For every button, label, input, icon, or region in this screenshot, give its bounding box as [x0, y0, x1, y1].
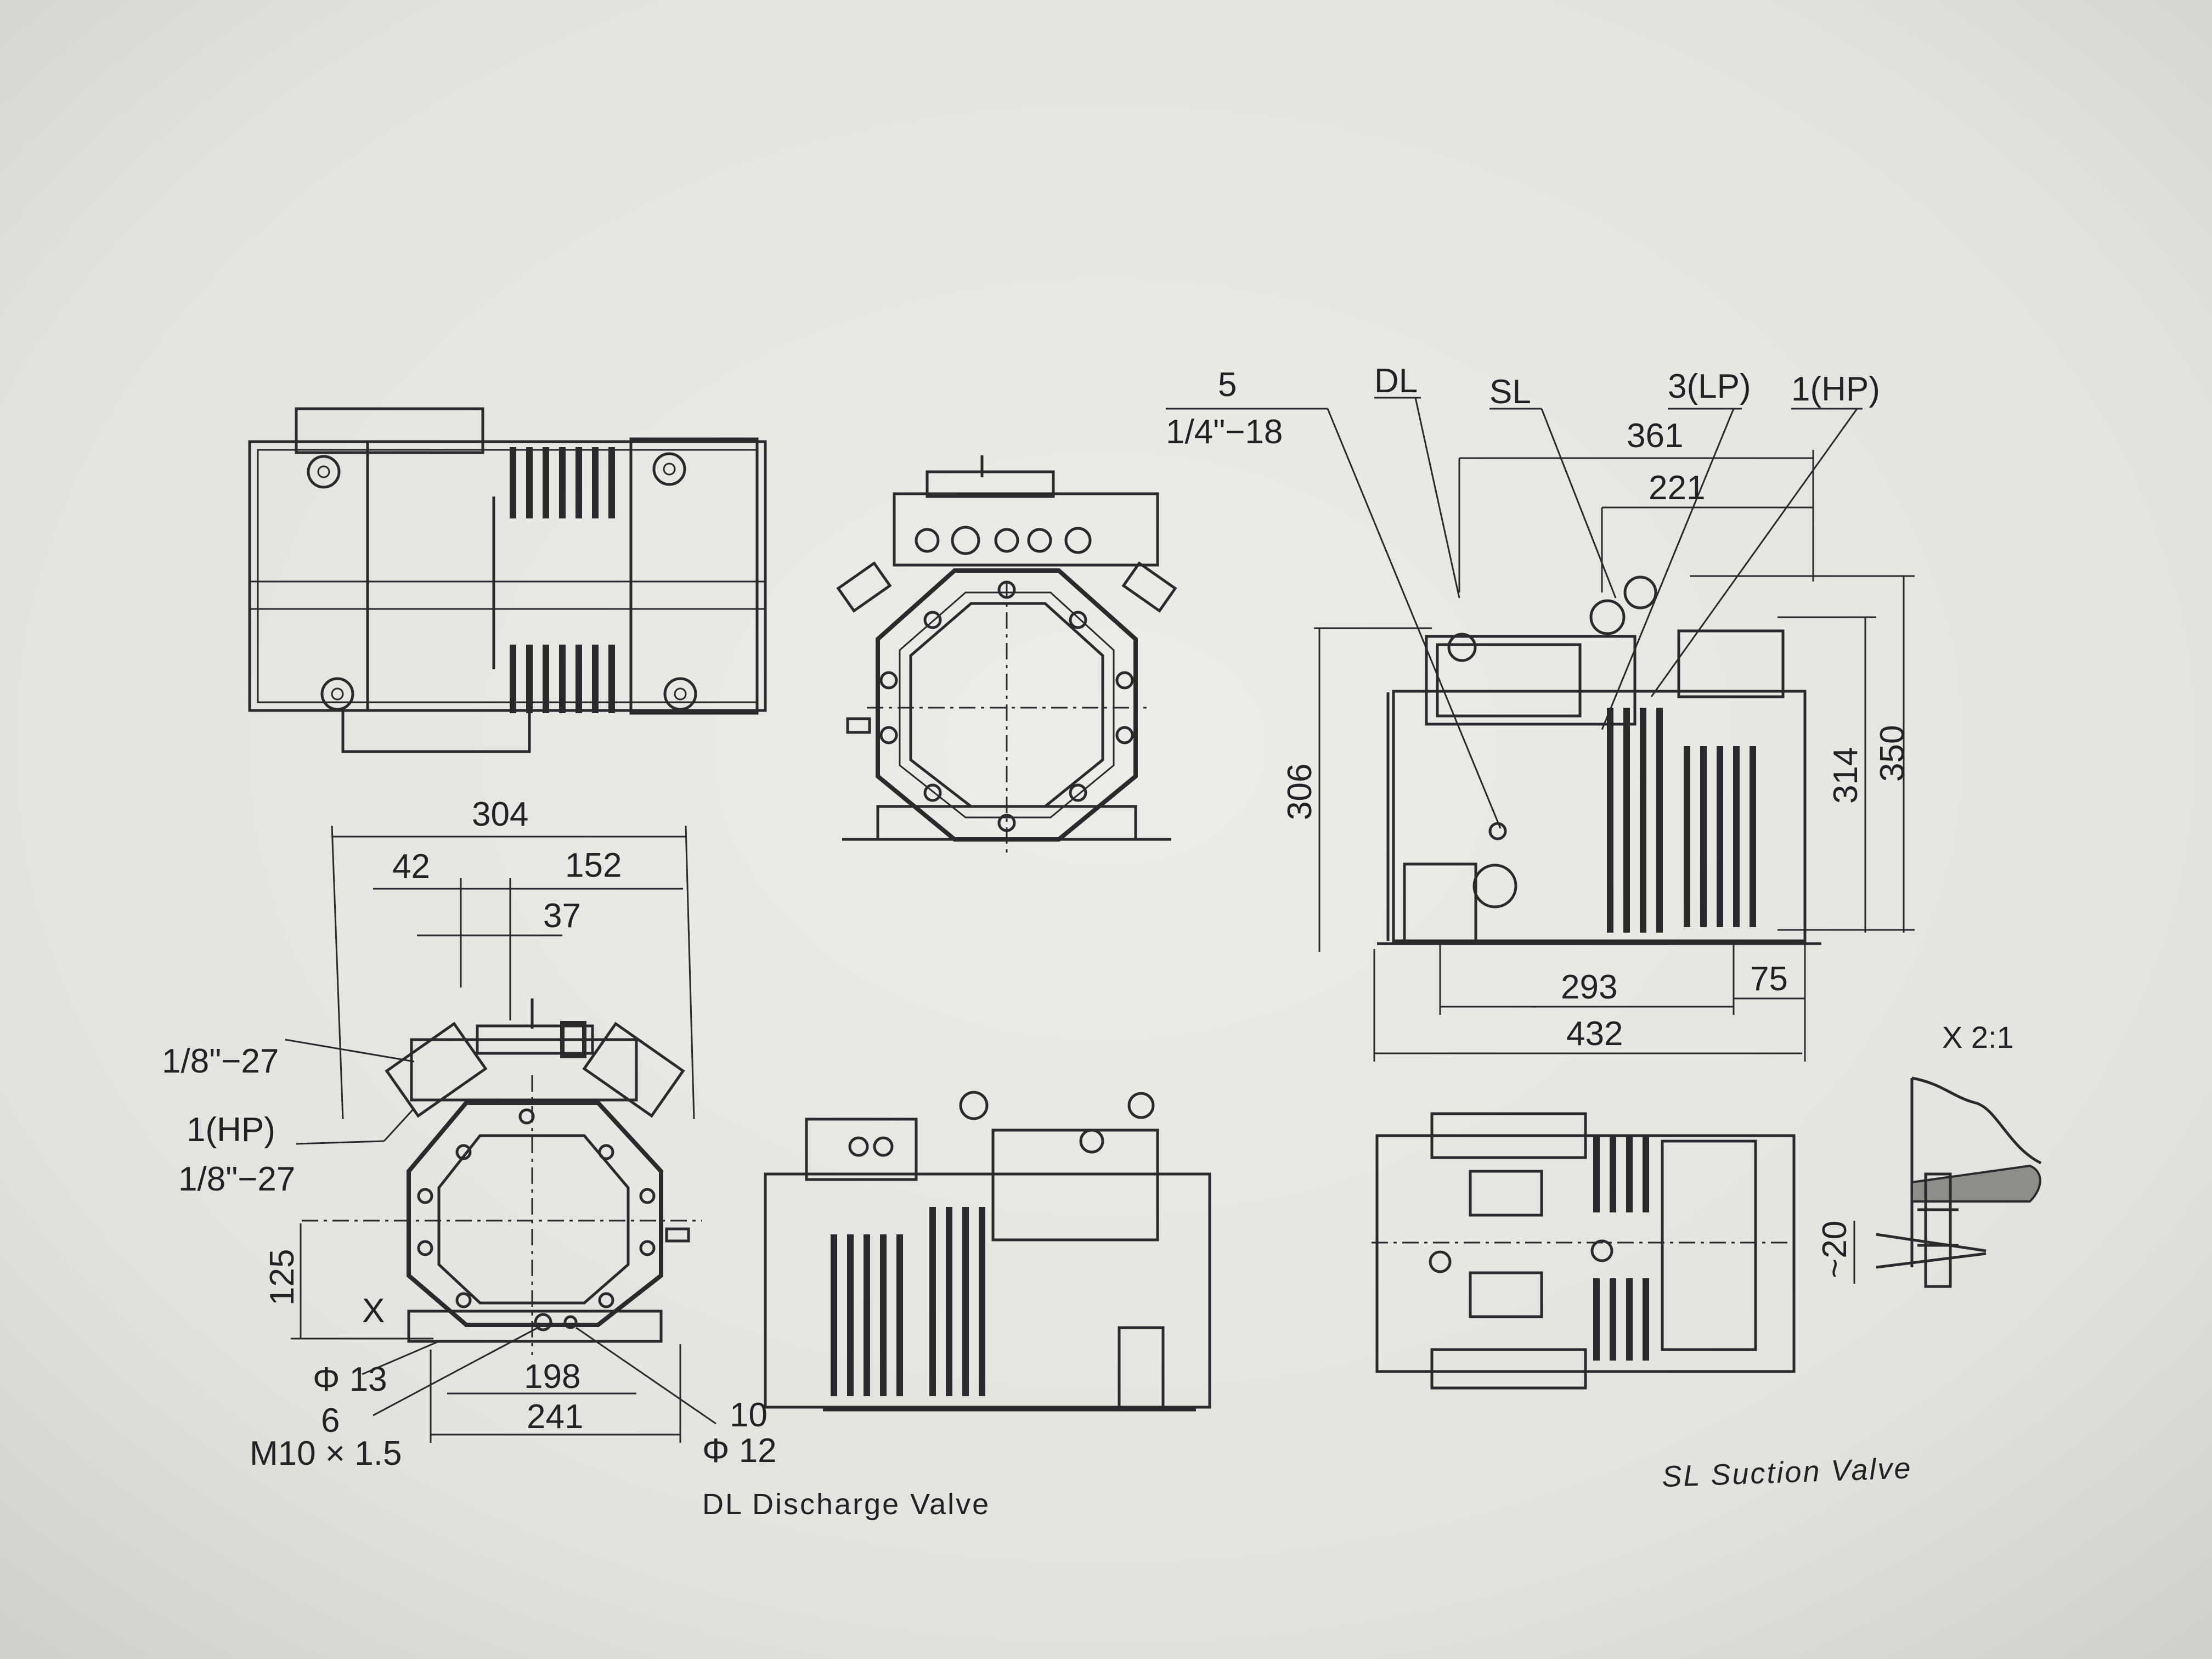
dimension-lines — [291, 450, 1915, 1443]
dim-241: 241 — [527, 1398, 583, 1436]
leader-lines — [285, 397, 1858, 1425]
callout-hp-port-top: 1(HP) — [1791, 370, 1880, 408]
end-view-bolts — [879, 580, 1134, 832]
dim-314: 314 — [1827, 747, 1865, 804]
dim-306: 306 — [1281, 764, 1319, 820]
bottom-view-drawing — [1372, 1112, 1796, 1390]
dim-293: 293 — [1561, 968, 1617, 1006]
dim-125: 125 — [263, 1249, 301, 1306]
callout-six: 6 — [321, 1402, 340, 1440]
dim-304: 304 — [472, 795, 528, 833]
side-view-2-fins — [831, 1207, 985, 1396]
dim-42: 42 — [392, 848, 430, 885]
dim-221: 221 — [1649, 469, 1705, 507]
dim-152: 152 — [565, 847, 622, 884]
dim-350: 350 — [1874, 725, 1911, 782]
callout-m10: M10 × 1.5 — [250, 1435, 402, 1472]
callout-labels: 1/8"−27 1(HP) 1/8"−27 X Φ 13 6 M10 × 1.5… — [162, 362, 2014, 1472]
dimension-labels: 304 42 152 37 125 198 241 361 221 306 31… — [263, 417, 1911, 1436]
end-view-terminals — [915, 526, 1092, 555]
bottom-view-fins-lower — [1593, 1278, 1649, 1361]
side-view-drawing — [1377, 575, 1821, 945]
top-view-fins-upper — [510, 447, 615, 518]
callout-x-mark: X — [362, 1292, 385, 1330]
front-view-drawing — [302, 998, 702, 1355]
top-view-fins-lower — [510, 645, 615, 713]
callout-five: 5 — [1218, 366, 1237, 404]
dim-75: 75 — [1750, 960, 1788, 998]
dim-20: ~20 — [1816, 1221, 1854, 1278]
callout-dia13: Φ 13 — [313, 1361, 387, 1398]
detail-x-drawing — [1876, 1076, 2042, 1288]
dim-432: 432 — [1566, 1015, 1623, 1053]
side-view-fins — [1607, 708, 1756, 933]
front-view-bolts — [417, 1108, 656, 1331]
callout-sl: SL — [1489, 373, 1531, 411]
caption-discharge-valve: DL Discharge Valve — [702, 1488, 990, 1521]
detail-scale-label: X 2:1 — [1942, 1020, 2014, 1054]
callout-thread-top: 1/4"−18 — [1166, 413, 1283, 451]
dim-361: 361 — [1627, 417, 1683, 455]
side-view-2-drawing — [764, 1091, 1211, 1412]
top-view-drawing — [248, 407, 767, 753]
callout-hp-port: 1(HP) — [187, 1111, 275, 1149]
callout-dia12: Φ 12 — [702, 1432, 777, 1470]
callout-dl: DL — [1374, 362, 1418, 400]
callout-thread-1: 1/8"−27 — [162, 1042, 279, 1080]
end-view-drawing — [836, 455, 1177, 856]
callout-thread-2: 1/8"−27 — [178, 1160, 295, 1198]
top-view-bolts — [307, 452, 697, 711]
callout-lp-port: 3(LP) — [1668, 368, 1751, 405]
callout-ten: 10 — [730, 1396, 768, 1434]
dim-37: 37 — [543, 897, 581, 935]
dim-198: 198 — [524, 1358, 580, 1396]
bottom-view-fins-upper — [1593, 1136, 1649, 1212]
